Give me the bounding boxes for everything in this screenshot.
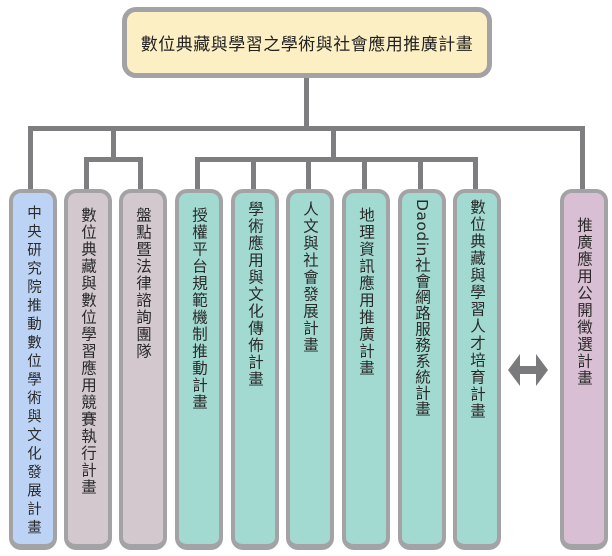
connector-child-6 — [306, 157, 311, 191]
group-a-horizontal — [84, 157, 143, 162]
child-node-5: 學術應用與文化傳佈計畫 — [231, 189, 279, 550]
connector-child-2 — [84, 157, 89, 191]
root-stem — [304, 77, 309, 130]
connector-child-10 — [580, 126, 585, 191]
connector-child-8 — [418, 157, 423, 191]
connector-child-9 — [473, 157, 478, 191]
child-node-label: 學術應用與文化傳佈計畫 — [246, 201, 264, 388]
child-node-label: Daodin社會網路服務系統計畫 — [413, 199, 431, 417]
child-node-1: 中央研究院推動數位學術與文化發展計畫 — [9, 189, 57, 550]
group-b-horizontal — [195, 157, 478, 162]
child-node-label: 授權平台規範機制推動計畫 — [190, 207, 208, 411]
main-horizontal-connector — [28, 126, 585, 131]
child-node-8: Daodin社會網路服務系統計畫 — [398, 189, 446, 550]
child-node-label: 推廣應用公開徵選計畫 — [575, 217, 593, 387]
child-node-label: 人文與社會發展計畫 — [301, 201, 319, 354]
child-node-label: 數位典藏與數位學習應用競賽執行計畫 — [79, 207, 97, 496]
child-node-7: 地理資訊應用推廣計畫 — [342, 189, 390, 550]
group-b-stem — [331, 126, 336, 161]
child-node-9: 數位典藏與學習人才培育計畫 — [453, 189, 501, 550]
root-node-label: 數位典藏與學習之學術與社會應用推廣計畫 — [140, 35, 474, 55]
child-node-label: 數位典藏與學習人才培育計畫 — [468, 199, 486, 420]
child-node-4: 授權平台規範機制推動計畫 — [175, 189, 223, 550]
group-a-stem — [111, 126, 116, 161]
connector-child-5 — [251, 157, 256, 191]
child-node-6: 人文與社會發展計畫 — [286, 189, 334, 550]
child-node-label: 中央研究院推動數位學術與文化發展計畫 — [25, 205, 41, 538]
root-node: 數位典藏與學習之學術與社會應用推廣計畫 — [122, 7, 492, 78]
connector-child-7 — [362, 157, 367, 191]
child-node-label: 盤點暨法律諮詢團隊 — [134, 207, 152, 360]
child-node-3: 盤點暨法律諮詢團隊 — [119, 189, 167, 550]
connector-child-3 — [138, 157, 143, 191]
child-node-10: 推廣應用公開徵選計畫 — [560, 189, 608, 550]
child-node-label: 地理資訊應用推廣計畫 — [357, 207, 375, 377]
double-arrow-icon — [508, 354, 548, 386]
child-node-2: 數位典藏與數位學習應用競賽執行計畫 — [64, 189, 112, 550]
connector-child-1 — [28, 126, 33, 191]
connector-child-4 — [195, 157, 200, 191]
